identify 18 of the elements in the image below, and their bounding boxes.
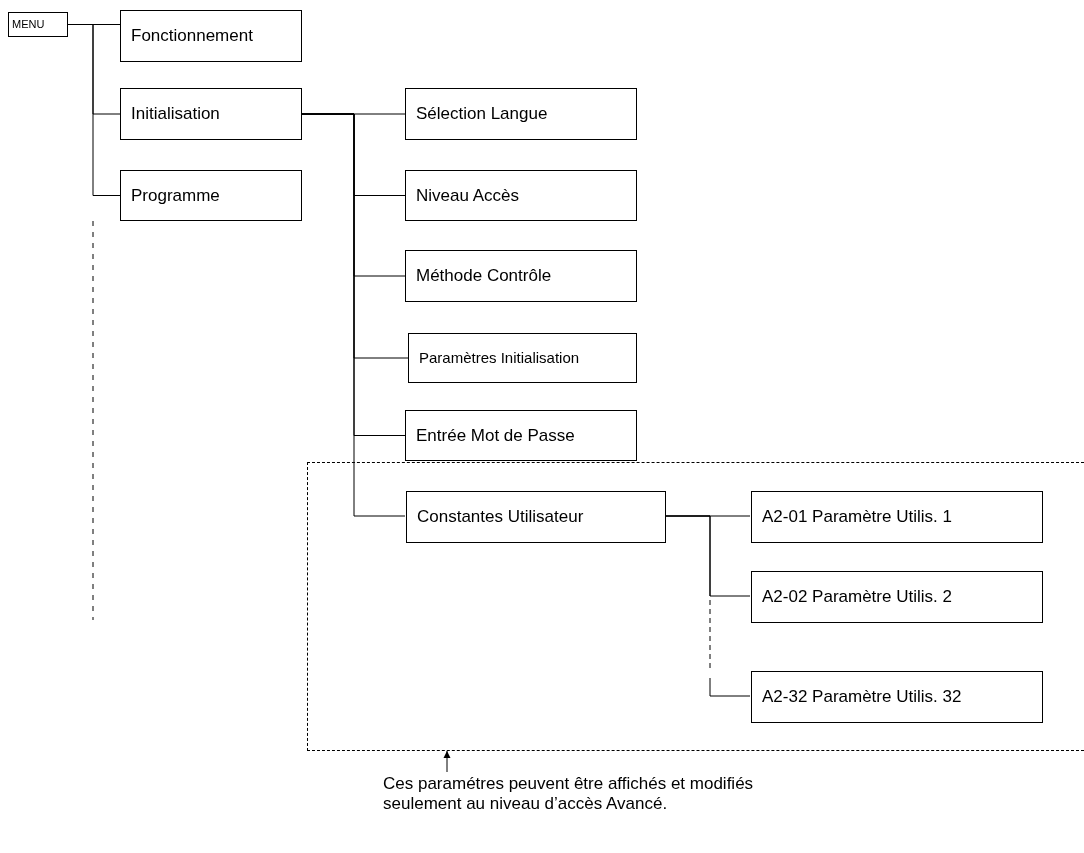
dashed-region	[307, 462, 1084, 751]
menu-box: Constantes Utilisateur	[406, 491, 666, 543]
menu-box: A2-32 Paramètre Utilis. 32	[751, 671, 1043, 723]
menu-box: A2-01 Paramètre Utilis. 1	[751, 491, 1043, 543]
connector-line	[67, 24, 121, 196]
menu-box: MENU	[8, 12, 68, 37]
menu-box: Initialisation	[120, 88, 302, 140]
menu-box: Fonctionnement	[120, 10, 302, 62]
connector-line	[664, 515, 751, 697]
note-text: Ces paramétres peuvent être affichés et modifiés seulement au niveau d’accès Avancé.	[383, 774, 755, 814]
menu-box: A2-02 Paramètre Utilis. 2	[751, 571, 1043, 623]
menu-box: Entrée Mot de Passe	[405, 410, 637, 461]
menu-box: Méthode Contrôle	[405, 250, 637, 302]
menu-box: Sélection Langue	[405, 88, 637, 140]
menu-box: Niveau Accès	[405, 170, 637, 221]
arrow	[443, 750, 451, 773]
menu-box: Programme	[120, 170, 302, 221]
menu-box: Paramètres Initialisation	[408, 333, 637, 383]
